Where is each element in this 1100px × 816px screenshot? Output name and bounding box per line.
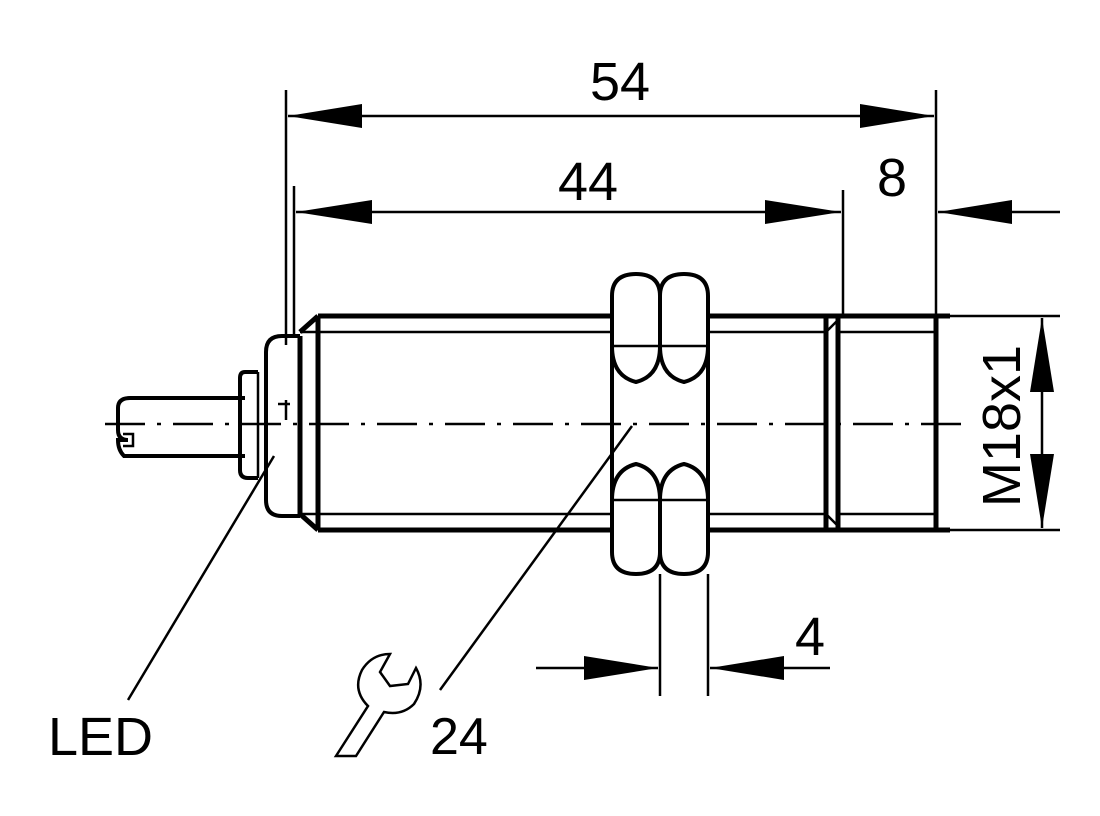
lock-nut-2 bbox=[658, 271, 710, 577]
dim-m18x1-label: M18x1 bbox=[972, 345, 1032, 507]
threaded-body bbox=[298, 313, 839, 533]
wrench-icon bbox=[333, 652, 422, 758]
wrench-size-label: 24 bbox=[430, 708, 488, 766]
dim-54-label: 54 bbox=[590, 52, 650, 112]
extension-lines bbox=[284, 90, 1060, 696]
dim-4-label: 4 bbox=[795, 607, 825, 667]
led-leader-line bbox=[126, 455, 276, 701]
lock-nut-1 bbox=[610, 271, 662, 577]
dimension-threaded-length: 44 bbox=[296, 152, 841, 224]
cable bbox=[115, 396, 245, 458]
dimension-tip-length: 8 bbox=[877, 148, 1060, 224]
dimension-thread-size: M18x1 bbox=[972, 318, 1054, 528]
dim-44-label: 44 bbox=[558, 152, 618, 212]
dim-8-label: 8 bbox=[877, 148, 907, 208]
wrench-leader-line bbox=[438, 425, 634, 691]
led-label: LED bbox=[48, 707, 153, 767]
rear-cap bbox=[238, 334, 303, 518]
dimension-nut-thickness: 4 bbox=[536, 607, 830, 680]
dimension-overall-length: 54 bbox=[288, 52, 934, 128]
